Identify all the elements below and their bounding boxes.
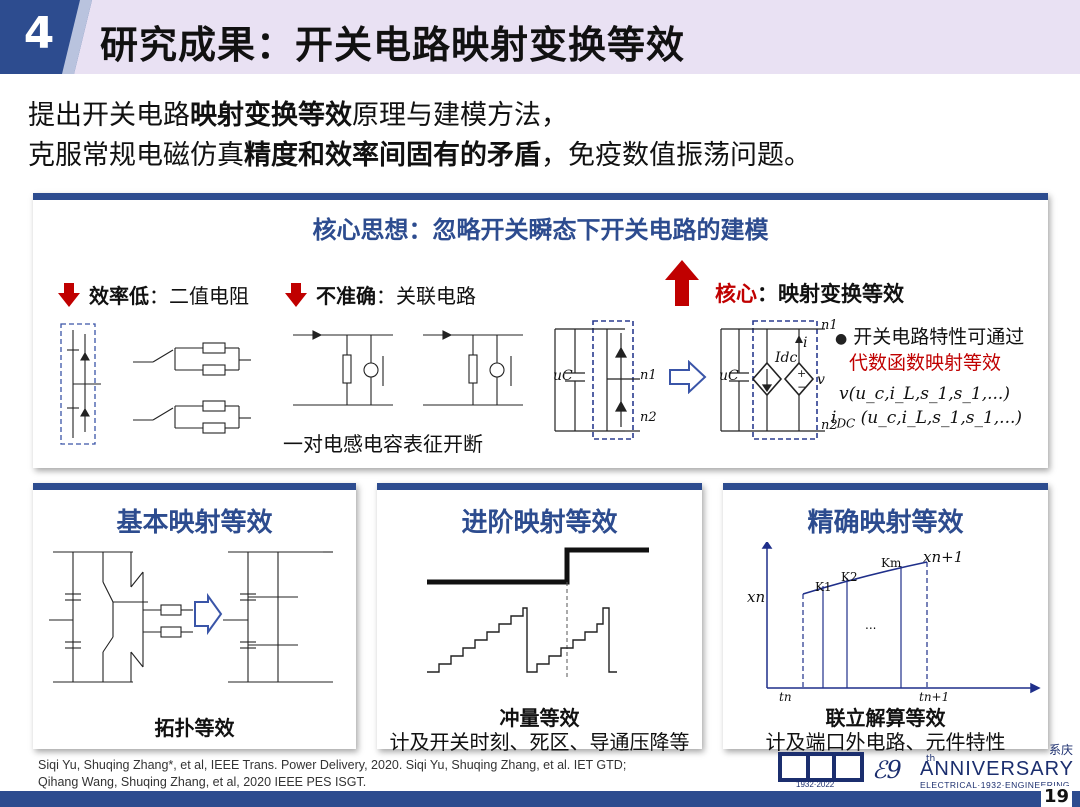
- precise-equivalent-plot: [761, 542, 1041, 694]
- k2-label: K2: [841, 570, 858, 584]
- core-idea-title: 核心思想：忽略开关瞬态下开关电路的建模: [312, 216, 769, 244]
- equivalent-circuit-diagram: + −: [720, 320, 825, 440]
- idc-label: Idc: [775, 350, 798, 366]
- node-n2-label: n2: [640, 410, 657, 425]
- logo-anniversary-text: ANNIVERSARY: [920, 758, 1075, 780]
- red-down-arrow-icon: [285, 283, 307, 307]
- node-n1-label: n1: [640, 368, 657, 383]
- characteristic-line-2: 代数函数映射等效: [849, 352, 1002, 374]
- logo-th: th: [926, 754, 936, 764]
- red-up-arrow-icon: [665, 260, 699, 306]
- logo-years: 1932·2022: [796, 780, 835, 788]
- equiv-node-n1-label: n1: [821, 318, 838, 333]
- topology-equivalent-caption: 拓扑等效: [154, 716, 235, 740]
- svg-text:+: +: [797, 367, 806, 380]
- impulse-equivalent-caption: 冲量等效: [499, 706, 580, 730]
- k1-label: K1: [815, 580, 832, 594]
- intro-text: 提出开关电路映射变换等效原理与建模方法， 克服常规电磁仿真精度和效率间固有的矛盾…: [28, 96, 811, 176]
- switching-circuit-diagram: [554, 320, 640, 440]
- logo-subtitle: ELECTRICAL·1932·ENGINEERING: [920, 780, 1071, 790]
- km-label: Km: [881, 556, 902, 570]
- tn1-label: tn+1: [919, 690, 950, 704]
- i-label: i: [803, 335, 808, 351]
- v-label: v: [817, 372, 825, 388]
- binary-resistor-circuit-diagram: [60, 323, 251, 445]
- joint-solve-caption: 联立解算等效: [825, 706, 946, 730]
- red-down-arrow-icon: [58, 283, 80, 307]
- reference-line-1: Siqi Yu, Shuqing Zhang*, et al, IEEE Tra…: [38, 758, 627, 772]
- basic-mapping-panel: 基本映射等效 拓扑等效: [33, 483, 356, 749]
- tn-label: tn: [779, 690, 792, 704]
- formula-v: v(u_c,i_L,s_1,s_1,...): [839, 384, 1010, 404]
- basic-mapping-title: 基本映射等效: [116, 508, 273, 538]
- svg-text:−: −: [797, 380, 807, 394]
- precise-mapping-panel: 精确映射等效 xn xn+1 K1 K2 Km ... tn tn+1 联立解算…: [723, 483, 1048, 754]
- advanced-mapping-title: 进阶映射等效: [461, 508, 618, 538]
- low-efficiency-label: 效率低：二值电阻: [89, 284, 249, 308]
- xn-label: xn: [747, 588, 766, 606]
- references: Siqi Yu, Shuqing Zhang*, et al, IEEE Tra…: [38, 757, 626, 791]
- logo-dept-text: 系庆: [1049, 743, 1074, 757]
- uc-label-equiv: uC: [719, 368, 739, 384]
- anniversary-90-mark: ℰ9: [872, 756, 902, 784]
- inaccurate-label: 不准确：关联电路: [316, 284, 476, 308]
- section-number-badge: [0, 0, 92, 74]
- ellipsis-label: ...: [865, 618, 877, 632]
- uc-label: uC: [553, 368, 573, 384]
- core-idea-panel: 核心思想：忽略开关瞬态下开关电路的建模 效率低：二值电阻 不准确：关联电路 核心…: [33, 193, 1048, 468]
- characteristic-line-1: ● 开关电路特性可通过: [835, 326, 1025, 348]
- page-title: 研究成果：开关电路映射变换等效: [100, 23, 686, 67]
- core-label: 核心：映射变换等效: [715, 282, 904, 306]
- section-number: 4: [23, 8, 55, 59]
- companion-lc-circuit-diagram: [293, 330, 523, 406]
- joint-solve-description: 计及端口外电路、元件特性: [765, 730, 1006, 754]
- impulse-equivalent-description: 计及开关时刻、死区、导通压降等: [389, 730, 690, 754]
- reference-line-2: Qihang Wang, Shuqing Zhang, et al, 2020 …: [38, 775, 367, 789]
- anniversary-90-logo-icon: 1932·2022: [778, 752, 864, 788]
- lc-pair-caption: 一对电感电容表征开断: [283, 432, 483, 456]
- intro-line-1: 提出开关电路映射变换等效原理与建模方法，: [28, 100, 568, 131]
- page-number: 19: [1040, 786, 1072, 807]
- intro-line-2: 克服常规电磁仿真精度和效率间固有的矛盾，免疫数值振荡问题。: [28, 140, 811, 171]
- topology-equivalent-diagram: [49, 551, 333, 683]
- xn1-label: xn+1: [923, 548, 964, 566]
- formula-idc: iDC (u_c,i_L,s_1,s_1,...): [831, 408, 1023, 431]
- advanced-mapping-panel: 进阶映射等效 冲量等效 计及开关时刻、死区、导通压降等: [377, 483, 702, 754]
- hollow-right-arrow-icon: [669, 360, 707, 394]
- precise-mapping-title: 精确映射等效: [807, 508, 964, 538]
- impulse-equivalent-waveform: [427, 547, 649, 678]
- footer-bar: [0, 791, 1080, 807]
- equiv-node-n2-label: n2: [821, 418, 838, 433]
- title-bar: 4 研究成果：开关电路映射变换等效: [0, 0, 1080, 74]
